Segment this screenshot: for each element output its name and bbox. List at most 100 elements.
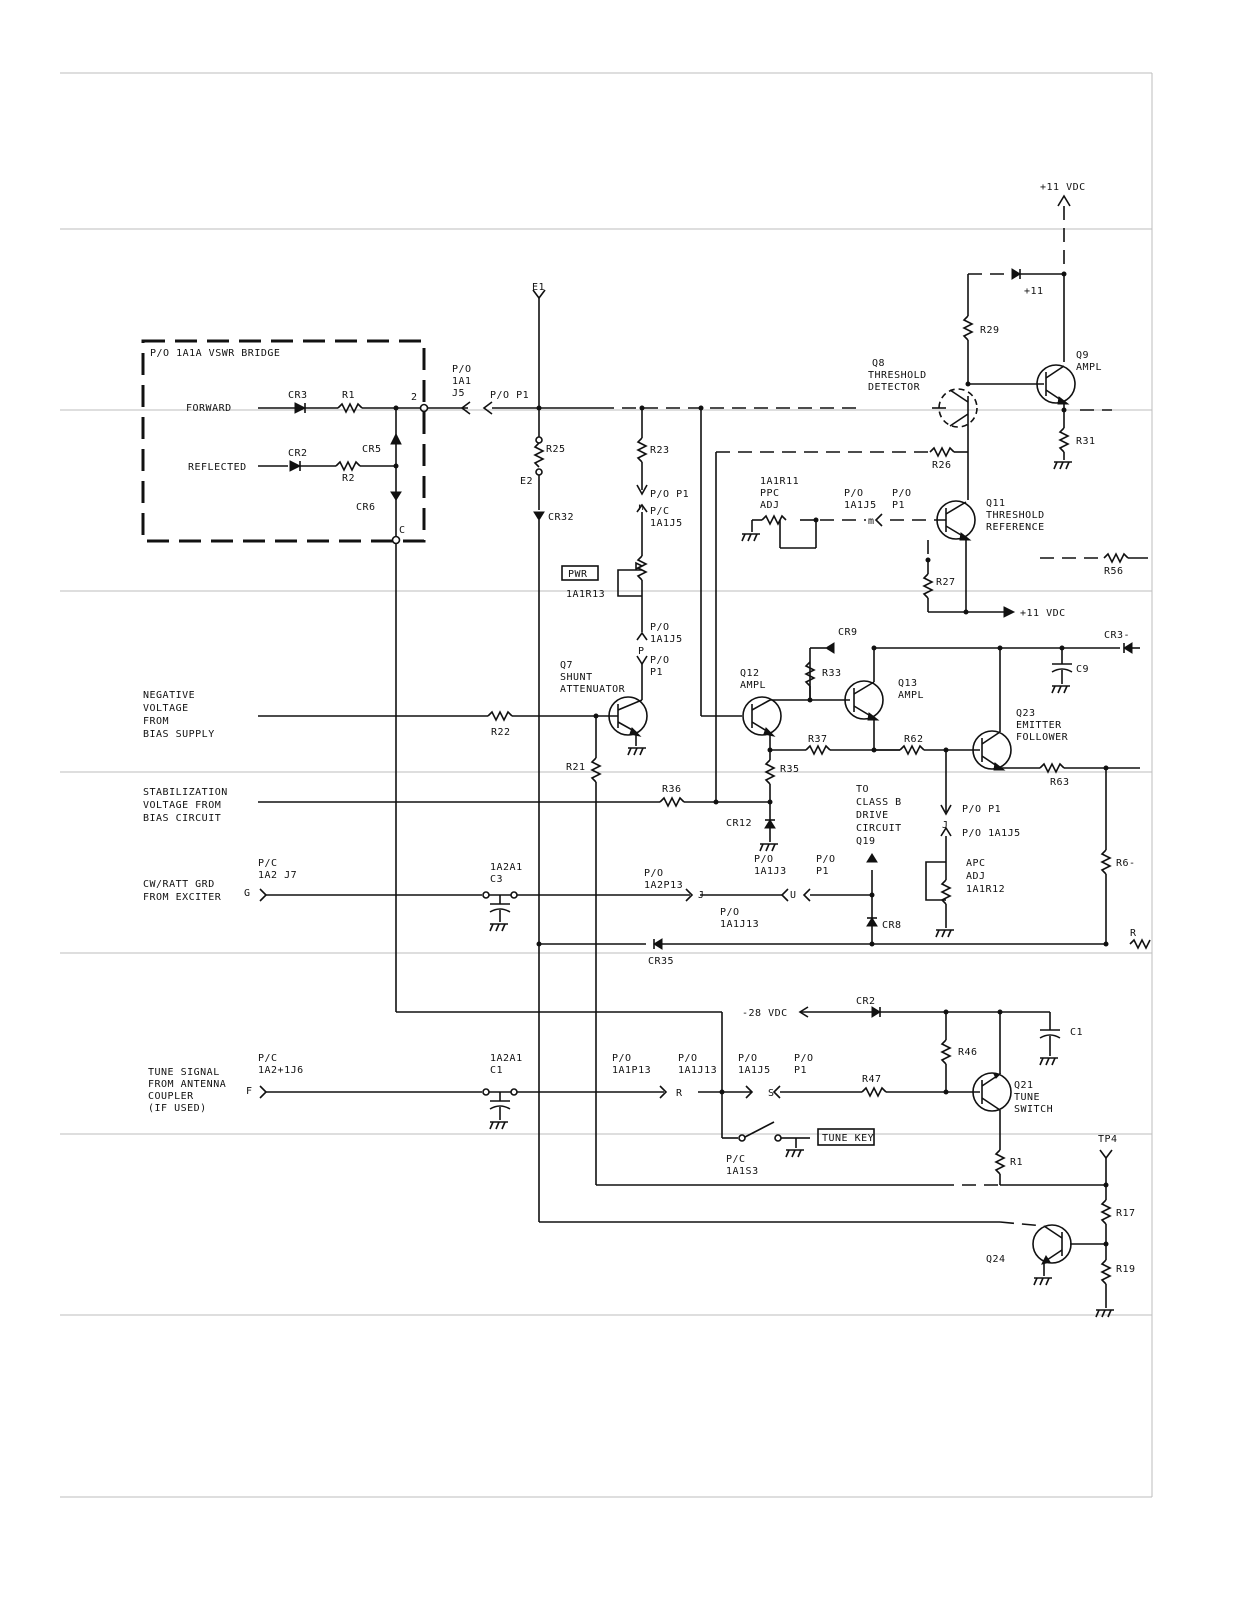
label-po-p1b-2: P1 bbox=[794, 1065, 807, 1076]
label-po-p1-m-1: P/O bbox=[892, 488, 912, 499]
label-r21: R21 bbox=[566, 762, 586, 773]
label-cr9: CR9 bbox=[838, 627, 858, 638]
labels: +11 VDC +11 R29 Q8 THRESHOLD DETECTOR Q9… bbox=[143, 182, 1137, 1275]
label-r47: R47 bbox=[862, 1074, 882, 1085]
label-r46: R46 bbox=[958, 1047, 978, 1058]
label-po-1a1-2: 1A1 bbox=[452, 376, 472, 387]
label-q24: Q24 bbox=[986, 1254, 1006, 1265]
label-pc-tj-2: 1A2+1J6 bbox=[258, 1065, 304, 1076]
label-r22: R22 bbox=[491, 727, 511, 738]
label-r26: R26 bbox=[932, 460, 952, 471]
label-apc-2: ADJ bbox=[966, 871, 986, 882]
label-po-1a2p13-2: 1A2P13 bbox=[644, 880, 683, 891]
label-neg-v-2: VOLTAGE bbox=[143, 703, 189, 714]
label-pc-1: P/C bbox=[650, 506, 670, 517]
label-emitter-1: EMITTER bbox=[1016, 720, 1062, 731]
label-r17: R17 bbox=[1116, 1208, 1136, 1219]
label-po-1a1-1: P/O bbox=[452, 364, 472, 375]
label-threshold-ref-1: THRESHOLD bbox=[986, 510, 1045, 521]
label-po-1a1p13-2: 1A1P13 bbox=[612, 1065, 651, 1076]
label-cr35: CR35 bbox=[648, 956, 674, 967]
label-cr8: CR8 bbox=[882, 920, 902, 931]
label-cr2-bottom: CR2 bbox=[856, 996, 876, 1007]
label-minus28: -28 VDC bbox=[742, 1008, 788, 1019]
vswr-bridge-box bbox=[141, 339, 429, 545]
label-po-1a1j3-1: P/O bbox=[754, 854, 774, 865]
label-emitter-2: FOLLOWER bbox=[1016, 732, 1069, 743]
label-apc-3: 1A1R12 bbox=[966, 884, 1005, 895]
label-stab-3: BIAS CIRCUIT bbox=[143, 813, 221, 824]
label-c3-2: C3 bbox=[490, 874, 503, 885]
label-r-right: R bbox=[1130, 928, 1137, 939]
label-po-1a1j5-m-2: 1A1J5 bbox=[844, 500, 877, 511]
label-e2: E2 bbox=[520, 476, 533, 487]
label-tune-3: COUPLER bbox=[148, 1091, 194, 1102]
label-pc-2: 1A1J5 bbox=[650, 518, 683, 529]
label-r-bottom-bridge: R2 bbox=[342, 473, 355, 484]
label-neg-v-4: BIAS SUPPLY bbox=[143, 729, 215, 740]
label-q8: Q8 bbox=[872, 358, 885, 369]
label-bridge-title: P/O 1A1A VSWR BRIDGE bbox=[150, 348, 280, 359]
label-pc-s3-1: P/C bbox=[726, 1154, 746, 1165]
label-plus11-top: +11 VDC bbox=[1040, 182, 1086, 193]
label-g-letter: G bbox=[244, 888, 251, 899]
label-cr3-right: CR3- bbox=[1104, 630, 1130, 641]
label-po-1a1j5b-2: 1A1J5 bbox=[738, 1065, 771, 1076]
label-j-letter2: J bbox=[698, 890, 705, 901]
label-tp4: TP4 bbox=[1098, 1134, 1118, 1145]
label-po-1a1j13-1: P/O bbox=[720, 907, 740, 918]
label-cr5: CR5 bbox=[362, 444, 382, 455]
label-ampl-q12: AMPL bbox=[740, 680, 766, 691]
label-r23: R23 bbox=[650, 445, 670, 456]
label-cr12: CR12 bbox=[726, 818, 752, 829]
label-neg-v-1: NEGATIVE bbox=[143, 690, 195, 701]
label-c1-1: 1A2A1 bbox=[490, 1053, 523, 1064]
label-po-p1-top: P/O P1 bbox=[490, 390, 529, 401]
label-node-2: 2 bbox=[411, 392, 418, 403]
label-po-p1-m-2: P1 bbox=[892, 500, 905, 511]
label-n-top: n bbox=[638, 502, 645, 513]
label-r37: R37 bbox=[808, 734, 828, 745]
label-cr3-bridge: CR3 bbox=[288, 390, 308, 401]
label-plus11-bottom: +11 VDC bbox=[1020, 608, 1066, 619]
label-r29: R29 bbox=[980, 325, 1000, 336]
label-c1-2: C1 bbox=[490, 1065, 503, 1076]
label-p-letter: P bbox=[638, 646, 645, 657]
label-pc-a2-1: P/C bbox=[258, 858, 278, 869]
label-q11: Q11 bbox=[986, 498, 1006, 509]
label-po-p1-u-2: P1 bbox=[816, 866, 829, 877]
label-r25: R25 bbox=[546, 444, 566, 455]
label-stab-2: VOLTAGE FROM bbox=[143, 800, 221, 811]
label-to-1: TO bbox=[856, 784, 869, 795]
label-r31: R31 bbox=[1076, 436, 1096, 447]
label-r62: R62 bbox=[904, 734, 924, 745]
label-r36: R36 bbox=[662, 784, 682, 795]
label-cr6: CR6 bbox=[356, 502, 376, 513]
label-r-p1: R1 bbox=[1010, 1157, 1023, 1168]
label-r63: R63 bbox=[1050, 777, 1070, 788]
label-po-1a1j5-2: 1A1J5 bbox=[650, 634, 683, 645]
label-attenuator: ATTENUATOR bbox=[560, 684, 626, 695]
label-po-1a1j5-m-1: P/O bbox=[844, 488, 864, 499]
label-r6x: R6- bbox=[1116, 858, 1136, 869]
label-cw-1: CW/RATT GRD bbox=[143, 879, 215, 890]
label-r11-2: PPC bbox=[760, 488, 780, 499]
label-to-3: DRIVE bbox=[856, 810, 889, 821]
label-e1: E1 bbox=[532, 282, 545, 293]
label-f-letter: F bbox=[246, 1086, 253, 1097]
label-po-1a1j5b-1: P/O bbox=[738, 1053, 758, 1064]
label-r13: 1A1R13 bbox=[566, 589, 605, 600]
label-po-1a1-3: J5 bbox=[452, 388, 465, 399]
label-cw-2: FROM EXCITER bbox=[143, 892, 222, 903]
label-tune-key: TUNE KEY bbox=[822, 1133, 874, 1144]
label-c9: C9 bbox=[1076, 664, 1089, 675]
label-q23: Q23 bbox=[1016, 708, 1036, 719]
label-po-p1-u-1: P/O bbox=[816, 854, 836, 865]
label-u-letter: U bbox=[790, 890, 797, 901]
label-apc-1: APC bbox=[966, 858, 986, 869]
label-po-1a1j3-2: 1A1J3 bbox=[754, 866, 787, 877]
label-q7: Q7 bbox=[560, 660, 573, 671]
label-to-5: Q19 bbox=[856, 836, 876, 847]
label-shunt: SHUNT bbox=[560, 672, 593, 683]
